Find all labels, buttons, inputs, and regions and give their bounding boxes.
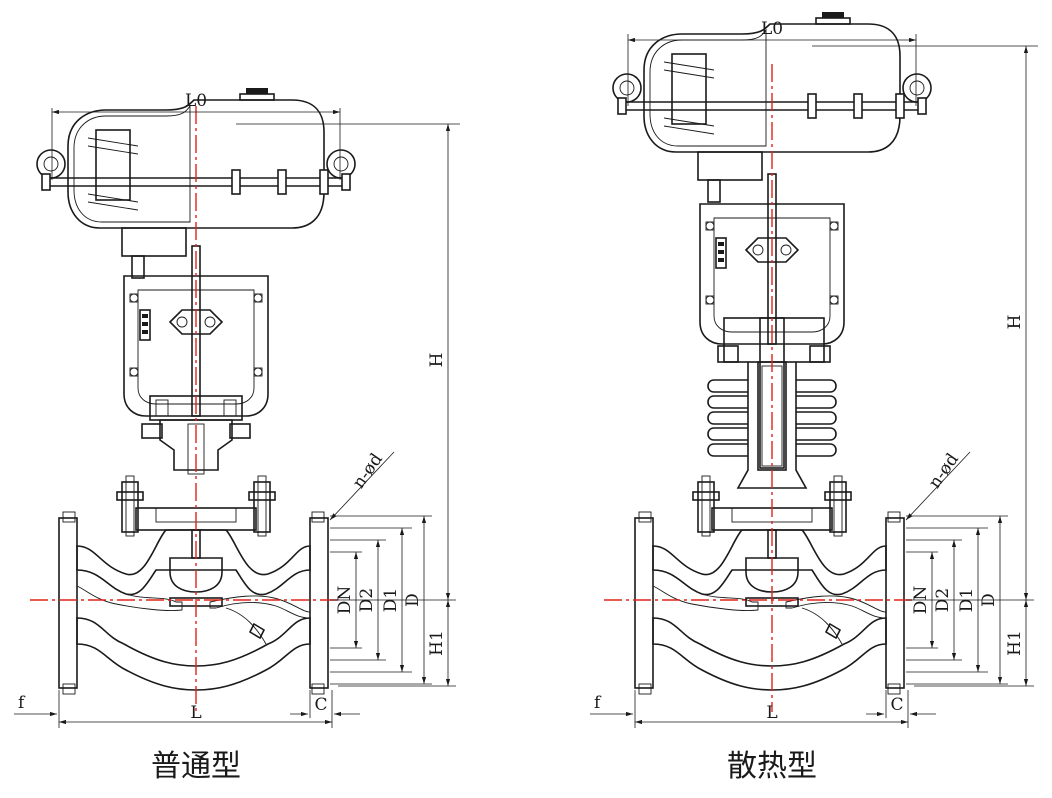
- label-H-2: H: [1005, 315, 1025, 330]
- caption-standard: 普通型: [151, 749, 241, 784]
- label-D1: D1: [381, 588, 401, 612]
- label-D2-2: D2: [933, 588, 953, 612]
- label-L: L: [190, 703, 201, 723]
- label-D: D: [403, 593, 423, 607]
- label-L0: L0: [185, 91, 207, 111]
- label-C-2: C: [890, 695, 903, 715]
- label-L0-2: L0: [761, 19, 783, 39]
- label-C: C: [314, 695, 327, 715]
- label-DN-2: DN: [911, 586, 931, 615]
- valve-standard: L0 H H1 DN D2 D1 D n-ød L f: [14, 87, 460, 784]
- label-nd: n-ød: [349, 450, 387, 493]
- label-f-2: f: [594, 693, 602, 713]
- label-D2: D2: [357, 588, 377, 612]
- caption-heat-dissipation: 散热型: [727, 749, 817, 784]
- label-D1-2: D1: [957, 588, 977, 612]
- label-DN: DN: [335, 586, 355, 615]
- valve-heat-dissipation: L0 H H1 DN D2 D1 D n-ød L f: [590, 11, 1038, 784]
- label-L-2: L: [766, 703, 777, 723]
- label-nd-2: n-ød: [925, 450, 963, 493]
- label-D-2: D: [979, 593, 999, 607]
- label-H: H: [427, 353, 447, 368]
- label-H1: H1: [427, 630, 447, 656]
- label-H1-2: H1: [1005, 630, 1025, 656]
- label-f: f: [18, 693, 26, 713]
